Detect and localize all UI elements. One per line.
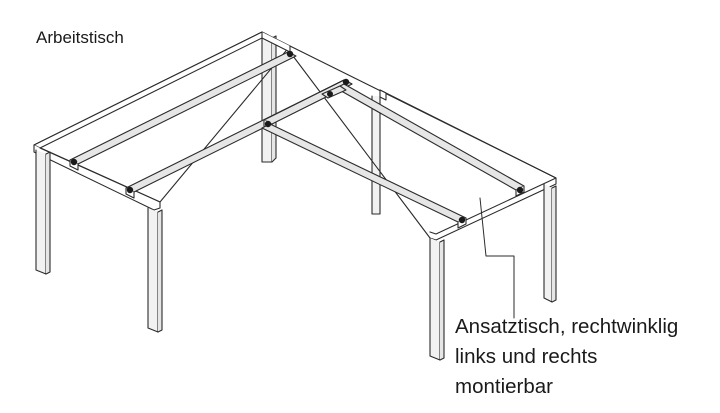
- extension-desk-front-right-leg: [543, 183, 557, 303]
- frame-bolts: [70, 50, 524, 224]
- bolt: [286, 50, 294, 58]
- extension-desk-back-leg: [371, 95, 381, 215]
- bolt: [70, 158, 78, 166]
- bolt: [327, 91, 333, 97]
- main-desk-front-right-leg: [147, 207, 163, 333]
- bolt: [126, 186, 134, 194]
- bolt: [516, 186, 524, 194]
- main-desk-front-left-leg: [35, 149, 51, 275]
- main-desk-rails: [69, 51, 353, 199]
- extension-desk-label: Ansatztisch, rechtwinklig links und rech…: [455, 312, 678, 402]
- main-desk-back-leg: [261, 35, 277, 163]
- extension-desk-front-left-leg: [429, 237, 445, 361]
- bolt: [342, 78, 350, 86]
- extension-label-line-3: montierbar: [455, 375, 553, 398]
- extension-label-line-2: links und rechts: [455, 345, 598, 368]
- bolt: [264, 120, 272, 128]
- extension-desk-top-frame: [289, 45, 557, 241]
- extension-label-line-1: Ansatztisch, rechtwinklig: [455, 315, 679, 338]
- bolt: [458, 216, 466, 224]
- main-desk-label: Arbeitstisch: [36, 28, 124, 47]
- extension-leader-line: [479, 197, 515, 319]
